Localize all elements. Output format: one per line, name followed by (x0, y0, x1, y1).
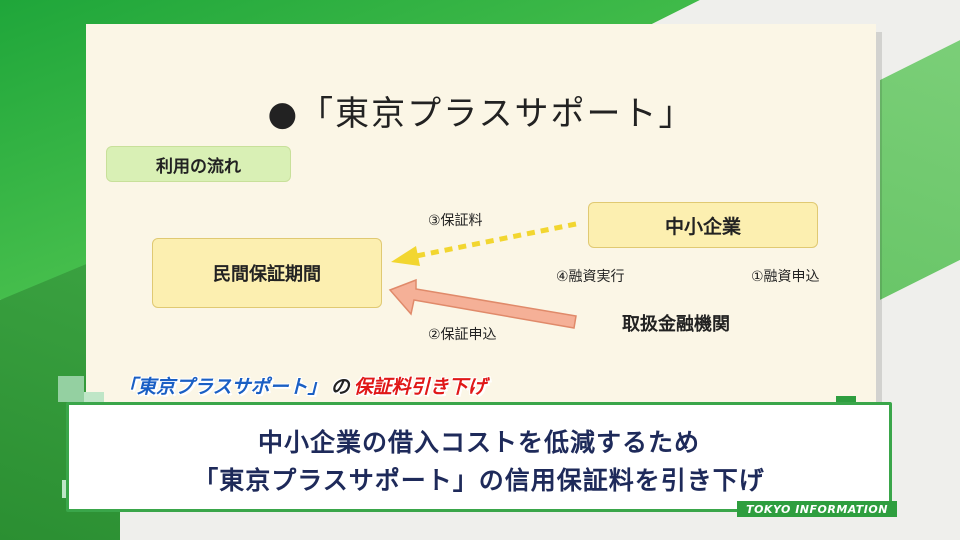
fee-label: ③保証料 (428, 213, 483, 229)
flow-label: 利用の流れ (106, 146, 291, 182)
apply-arrow (388, 278, 577, 329)
headline-particle: の (330, 375, 350, 398)
guarantee-org-box: 民間保証期間 (152, 238, 382, 308)
fee-arrowhead (391, 246, 420, 266)
headline-program-name: 「東京プラスサポート」 (118, 375, 327, 398)
caption-line-1: 中小企業の借入コストを低減するため (257, 428, 700, 457)
slide-title: ●「東京プラスサポート」 (267, 94, 695, 134)
caption-line-2: 「東京プラスサポート」の信用保証料を引き下げ (193, 466, 765, 495)
source-tag: TOKYO INFORMATION (737, 501, 897, 517)
presentation-board: ●「東京プラスサポート」 利用の流れ 民間保証期間 中小企業 ③保証料 ④融資実… (86, 24, 876, 412)
caption-box: 中小企業の借入コストを低減するため 「東京プラスサポート」の信用保証料を引き下げ (66, 402, 892, 512)
loan-label: ④融資実行 (556, 269, 625, 285)
pixel-decoration (58, 376, 84, 402)
headline-strip: 「東京プラスサポート」 の 保証料引き下げ (118, 370, 487, 400)
headline-fee-reduction: 保証料引き下げ (353, 375, 487, 398)
sme-box: 中小企業 (588, 202, 818, 248)
bank-label: 取扱金融機関 (622, 314, 730, 335)
guarantee-apply-label: ②保証申込 (428, 327, 497, 343)
loan-apply-label: ①融資申込 (751, 269, 820, 285)
flow-arrows (388, 221, 577, 329)
